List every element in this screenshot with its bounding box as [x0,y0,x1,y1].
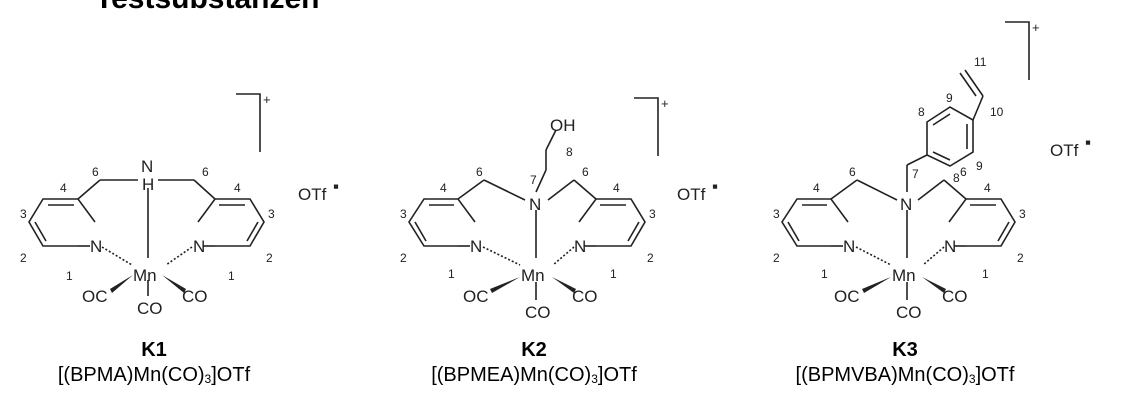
k3-co-right: CO [942,287,968,306]
structures-diagram: H N N N Mn OC CO CO 1 2 3 4 6 6 4 3 2 1 … [20,20,1091,322]
compound-formula: [(BPMEA)Mn(CO)3]OTf [431,364,637,386]
structure-k2 [408,97,659,300]
k2-pos-4-right: 4 [613,181,620,195]
k2-pos-1-right: 1 [610,267,617,281]
k3-counterion: OTf [1050,141,1079,160]
k3-pos-6-left: 6 [849,165,856,179]
k1-mn: Mn [133,266,157,285]
k1-pos-4-right: 4 [234,181,241,195]
k1-cation-charge: + [263,92,271,107]
k1-pos-1-left: 1 [66,269,73,283]
k3-counterion-charge: ▪ [1085,133,1091,152]
k2-counterion-charge: ▪ [712,177,718,196]
structure-k1 [28,93,265,296]
k1-pos-2-left: 2 [20,251,27,265]
k2-cation-charge: + [661,96,669,111]
k2-pos-3-right: 3 [649,207,656,221]
k2-oh: OH [550,116,576,135]
k2-pos-2-right: 2 [647,251,654,265]
caption-k2: K2 [(BPMEA)Mn(CO)3]OTf [384,338,684,392]
k3-pos-10: 10 [990,105,1004,119]
k1-nh-n: N [141,157,153,176]
k2-pos-3-left: 3 [400,207,407,221]
k3-pos-1-left: 1 [821,267,828,281]
k3-n-amine: N [900,195,912,214]
k3-pos-4-left: 4 [813,181,820,195]
k2-pos-2-left: 2 [400,251,407,265]
compound-formula: [(BPMA)Mn(CO)3]OTf [57,364,251,386]
page-heading: Testsubstanzen [95,0,320,16]
k1-pos-3-left: 3 [20,207,27,221]
k3-co-bottom: CO [896,303,922,322]
caption-k3: K3 [(BPMVBA)Mn(CO)3]OTf [755,338,1055,392]
k1-pos-3-right: 3 [268,207,275,221]
k1-n-right: N [193,237,205,256]
k3-pos-4-right: 4 [984,181,991,195]
compound-code: K1 [141,339,167,361]
k1-pos-2-right: 2 [266,251,273,265]
k3-pos-8-top: 8 [918,105,925,119]
k2-pos-1-left: 1 [448,267,455,281]
k1-pos-1-right: 1 [228,269,235,283]
k3-n-right: N [944,237,956,256]
k2-n-right: N [574,237,586,256]
k3-pos-11: 11 [974,55,987,69]
k3-pos-8-bottom: 8 [953,171,960,185]
k3-pos-9-bottom: 9 [976,159,983,173]
k3-pos-7: 7 [912,167,919,181]
structure-k3 [781,21,1030,300]
k2-pos-6-right: 6 [582,165,589,179]
compound-formula: [(BPMVBA)Mn(CO)3]OTf [795,364,1015,386]
k1-n-left: N [90,237,102,256]
k2-n-left: N [470,237,482,256]
k3-atom-labels: N N N Mn OC CO CO 1 2 3 4 6 7 8 8 9 9 10… [773,20,1091,322]
compound-code: K3 [892,339,918,361]
caption-k1: K1 [(BPMA)Mn(CO)3]OTf [4,338,304,392]
compound-code: K2 [521,339,547,361]
k1-nh-h: H [142,175,154,194]
k1-pos-4-left: 4 [60,181,67,195]
k3-n-left: N [843,237,855,256]
k2-pos-4-left: 4 [440,181,447,195]
k2-atom-labels: N N N Mn OC CO CO OH 1 2 3 4 6 7 8 6 4 3… [400,96,718,322]
k3-cation-charge: + [1032,20,1040,35]
k1-counterion-charge: ▪ [333,177,339,196]
k2-pos-8: 8 [566,145,573,159]
k1-atom-labels: H N N N Mn OC CO CO 1 2 3 4 6 6 4 3 2 1 … [20,92,339,318]
k3-pos-9-top: 9 [946,91,953,105]
k1-pos-6-right: 6 [202,165,209,179]
k3-pos-3-right: 3 [1019,207,1026,221]
k2-counterion: OTf [677,185,706,204]
k2-co-bottom: CO [525,303,551,322]
k1-co-right: CO [182,287,208,306]
k1-oc: OC [82,287,108,306]
k2-n-amine: N [529,195,541,214]
k3-pos-3-left: 3 [773,207,780,221]
k2-pos-6-left: 6 [476,165,483,179]
k2-mn: Mn [521,266,545,285]
k3-oc: OC [834,287,860,306]
k2-pos-7: 7 [530,173,537,187]
k3-pos-1-right: 1 [982,267,989,281]
k3-mn: Mn [892,266,916,285]
k1-co-bottom: CO [137,299,163,318]
k2-co-right: CO [572,287,598,306]
k1-counterion: OTf [298,185,327,204]
k3-pos-6-right: 6 [960,165,967,179]
k3-pos-2-left: 2 [773,251,780,265]
k2-oc: OC [463,287,489,306]
k1-pos-6-left: 6 [92,165,99,179]
k3-pos-2-right: 2 [1017,251,1024,265]
